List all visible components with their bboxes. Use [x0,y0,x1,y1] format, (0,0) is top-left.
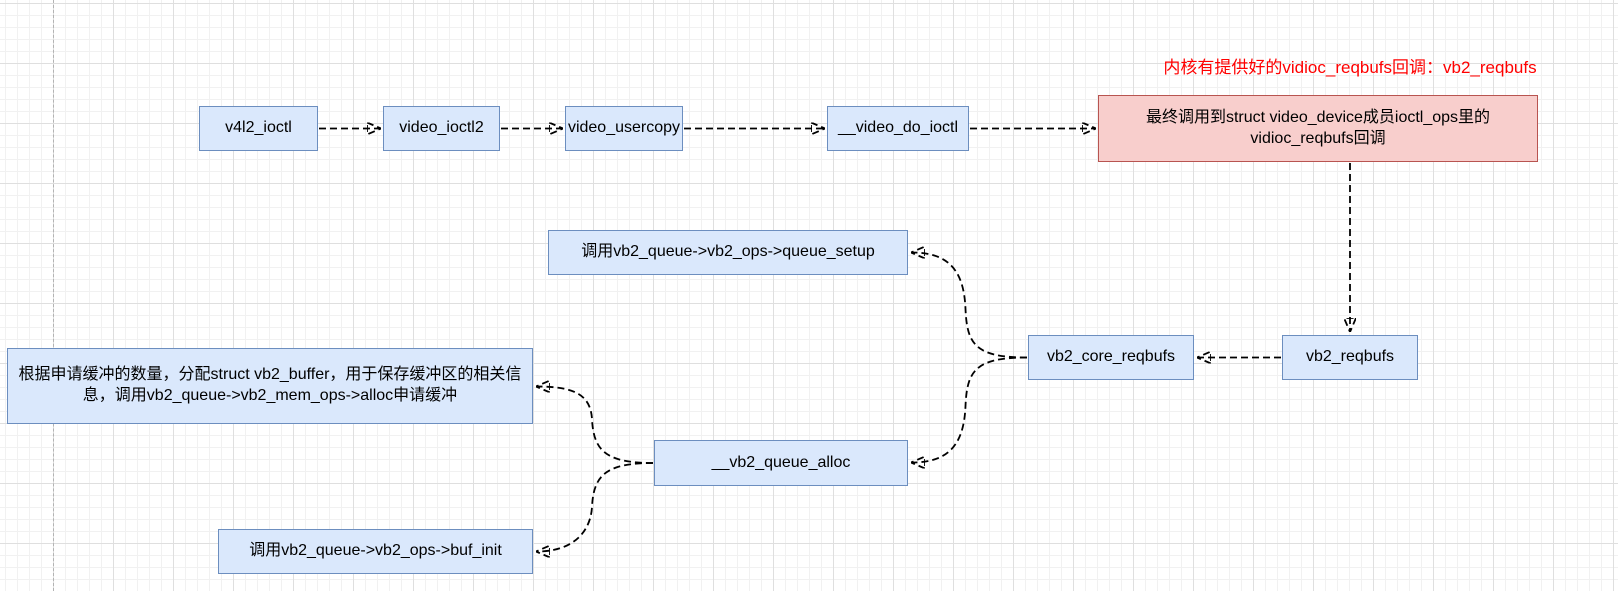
node-buf-init[interactable]: 调用vb2_queue->vb2_ops->buf_init [218,529,533,574]
kernel-callback-annotation[interactable]: 内核有提供好的vidioc_reqbufs回调：vb2_reqbufs [1163,58,1537,77]
node-alloc-note[interactable]: 根据申请缓冲的数量，分配struct vb2_buffer，用于保存缓冲区的相关… [7,348,533,424]
node-v4l2-ioctl[interactable]: v4l2_ioctl [199,106,318,151]
node-final-callback[interactable]: 最终调用到struct video_device成员ioctl_ops里的vid… [1098,95,1538,162]
node-video-ioctl2[interactable]: video_ioctl2 [383,106,500,151]
node-video-usercopy[interactable]: video_usercopy [565,106,683,151]
edge-vb2_core_reqbufs-vb2_queue_alloc [912,356,1028,463]
node-vb2-reqbufs[interactable]: vb2_reqbufs [1282,335,1418,380]
node-queue-setup[interactable]: 调用vb2_queue->vb2_ops->queue_setup [548,230,908,275]
edge-vb2_queue_alloc-alloc_note [537,387,654,464]
node-vb2-core-reqbufs[interactable]: vb2_core_reqbufs [1028,335,1194,380]
edge-vb2_core_reqbufs-queue_setup [912,253,1028,359]
node-vb2-queue-alloc[interactable]: __vb2_queue_alloc [654,440,908,486]
page-break-line [53,0,54,591]
edge-vb2_queue_alloc-buf_init [537,462,654,552]
node-video-do-ioctl[interactable]: __video_do_ioctl [827,106,969,151]
